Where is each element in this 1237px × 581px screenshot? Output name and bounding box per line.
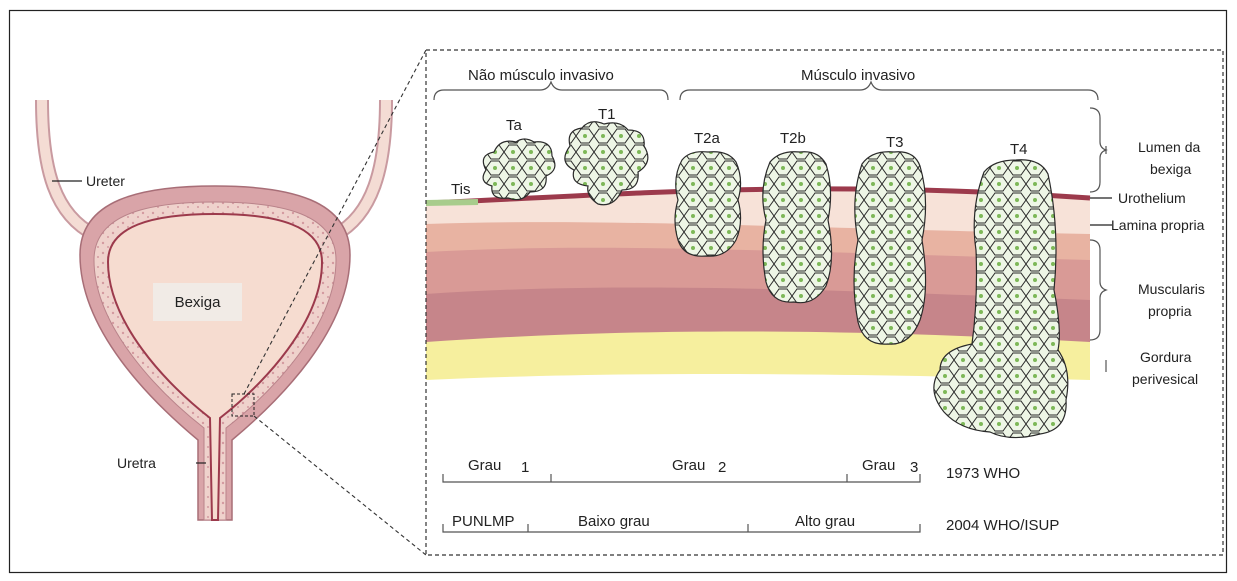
stage-t2a: T2a xyxy=(694,130,721,147)
urothelium-label: Urothelium xyxy=(1118,190,1186,206)
bracket-invasive xyxy=(680,82,1098,100)
lamina-propria-label: Lamina propria xyxy=(1111,217,1205,233)
svg-text:Baixo grau: Baixo grau xyxy=(578,513,650,530)
stage-ta: Ta xyxy=(506,117,523,134)
svg-text:PUNLMP: PUNLMP xyxy=(452,513,515,530)
lumen-label-line1: Lumen da xyxy=(1138,139,1200,155)
svg-text:2: 2 xyxy=(718,459,726,476)
who-2004-label: 2004 WHO/ISUP xyxy=(946,517,1059,534)
bracket-lumen xyxy=(1090,108,1106,192)
tumor-t2a xyxy=(675,152,741,257)
who-1973-label: 1973 WHO xyxy=(946,465,1020,482)
bracket-muscularis xyxy=(1090,240,1106,340)
svg-text:Grau: Grau xyxy=(468,457,501,474)
stage-t3: T3 xyxy=(886,134,904,151)
fat-label-line1: Gordura xyxy=(1140,349,1192,365)
tumor-ta xyxy=(483,139,555,200)
grading-1973: Grau 1 Grau 2 Grau 3 1973 WHO xyxy=(443,457,1020,482)
non-invasive-label: Não músculo invasivo xyxy=(468,67,614,84)
svg-text:3: 3 xyxy=(910,459,918,476)
svg-text:Grau: Grau xyxy=(672,457,705,474)
stage-t2b: T2b xyxy=(780,130,806,147)
tumor-t2b xyxy=(763,152,832,303)
svg-text:Grau: Grau xyxy=(862,457,895,474)
ureter-label: Ureter xyxy=(86,173,125,189)
invasive-label: Músculo invasivo xyxy=(801,67,915,84)
wall-cross-section xyxy=(426,122,1090,438)
stage-tis: Tis xyxy=(451,181,470,198)
stage-t4: T4 xyxy=(1010,141,1028,158)
bladder-label: Bexiga xyxy=(153,283,242,321)
muscularis-label-line2: propria xyxy=(1148,303,1192,319)
svg-text:Alto grau: Alto grau xyxy=(795,513,855,530)
fat-label-line2: perivesical xyxy=(1132,371,1198,387)
lumen-label-line2: bexiga xyxy=(1150,161,1191,177)
muscularis-label-line1: Muscularis xyxy=(1138,281,1205,297)
stage-t1: T1 xyxy=(598,106,616,123)
tis-lesion xyxy=(426,202,478,203)
bracket-non-invasive xyxy=(434,82,668,100)
tumor-t3 xyxy=(854,152,926,344)
grading-2004: PUNLMP Baixo grau Alto grau 2004 WHO/ISU… xyxy=(443,513,1059,534)
zoom-connector-bottom xyxy=(254,416,426,555)
svg-text:1: 1 xyxy=(521,459,529,476)
urethra-label: Uretra xyxy=(117,455,156,471)
